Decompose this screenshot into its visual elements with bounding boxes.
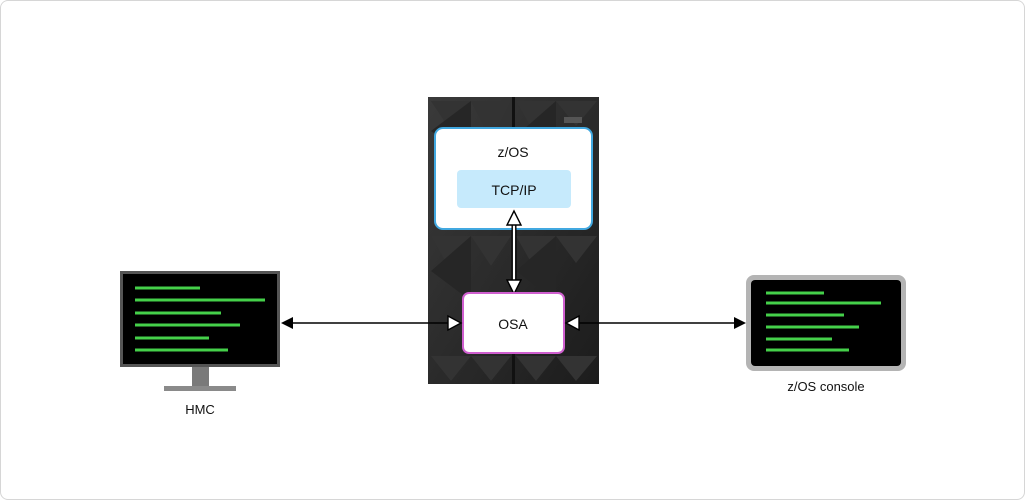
zos-label: z/OS <box>497 144 528 160</box>
tcpip-osa-connector <box>505 209 523 296</box>
tcpip-label: TCP/IP <box>491 182 536 198</box>
osa-label: OSA <box>498 316 528 332</box>
osa-console-connector <box>564 314 746 332</box>
hmc-monitor-icon <box>120 271 280 391</box>
tcpip-box: TCP/IP <box>457 170 571 208</box>
osa-box: OSA <box>462 292 565 354</box>
console-monitor-icon <box>746 275 906 371</box>
hmc-osa-connector <box>281 314 463 332</box>
console-label: z/OS console <box>787 379 864 394</box>
hmc-label: HMC <box>185 402 215 417</box>
